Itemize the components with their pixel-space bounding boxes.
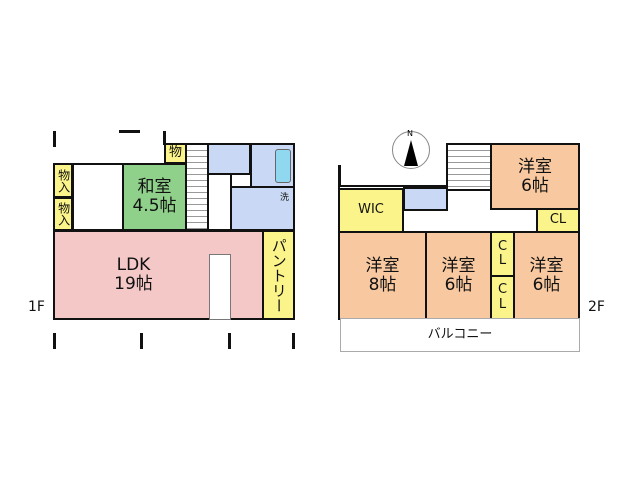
room-size: 8帖 bbox=[368, 274, 397, 295]
closet-1: CL bbox=[536, 208, 580, 233]
bathroom bbox=[250, 143, 295, 188]
stairs-2f bbox=[446, 143, 492, 191]
wic: WIC bbox=[338, 188, 404, 233]
floor-label-1f: 1F bbox=[28, 299, 45, 315]
room-name: 洋室 bbox=[365, 255, 400, 276]
storage-label: 物入 bbox=[56, 168, 71, 193]
dimension-tick bbox=[163, 131, 166, 145]
balcony-label: バルコニー bbox=[427, 326, 493, 342]
storage-3: 物 bbox=[164, 143, 187, 164]
dimension-tick bbox=[292, 333, 295, 349]
room-size: 6帖 bbox=[521, 175, 549, 196]
dimension-tick bbox=[119, 130, 140, 133]
room-size: 6帖 bbox=[444, 274, 473, 295]
bathtub-icon bbox=[275, 149, 291, 183]
pantry-label: パントリー bbox=[269, 237, 288, 313]
room-name: 和室 bbox=[137, 177, 172, 198]
wall bbox=[338, 165, 341, 191]
washroom: 洗 bbox=[230, 186, 295, 231]
corridor bbox=[207, 173, 232, 231]
storage-label: 物 bbox=[168, 145, 182, 161]
dimension-tick bbox=[140, 333, 143, 349]
dimension-tick bbox=[53, 131, 56, 147]
toilet-2f bbox=[403, 187, 448, 211]
dimension-tick bbox=[228, 333, 231, 349]
room-name: 洋室 bbox=[441, 255, 476, 276]
toilet-1f bbox=[207, 143, 251, 175]
room-size: 6帖 bbox=[532, 274, 561, 295]
room-size: 19帖 bbox=[114, 274, 153, 294]
stairs bbox=[185, 143, 209, 231]
room-name: 洋室 bbox=[529, 255, 564, 276]
compass-label: N bbox=[407, 129, 413, 138]
closet-label: CL bbox=[497, 282, 508, 312]
storage-label: 物入 bbox=[56, 202, 71, 226]
hall bbox=[72, 163, 124, 231]
closet-2: CL bbox=[490, 231, 515, 277]
north-arrow-icon bbox=[404, 140, 418, 166]
compass: N bbox=[392, 129, 430, 169]
room-name: LDK bbox=[116, 255, 151, 276]
closet-3: CL bbox=[490, 275, 515, 320]
storage-1: 物入 bbox=[53, 163, 73, 198]
wic-label: WIC bbox=[358, 202, 384, 218]
kitchen-counter bbox=[209, 254, 231, 320]
pantry: パントリー bbox=[262, 230, 295, 320]
wash-label: 洗 bbox=[279, 193, 289, 203]
closet-label: CL bbox=[497, 238, 508, 268]
balcony: バルコニー bbox=[340, 318, 580, 352]
room-name: 洋室 bbox=[518, 156, 552, 177]
storage-2: 物入 bbox=[53, 197, 73, 231]
floor-label-2f: 2F bbox=[588, 299, 605, 315]
room-size: 4.5帖 bbox=[132, 196, 177, 216]
dimension-tick bbox=[53, 333, 56, 349]
closet-label: CL bbox=[549, 212, 567, 228]
